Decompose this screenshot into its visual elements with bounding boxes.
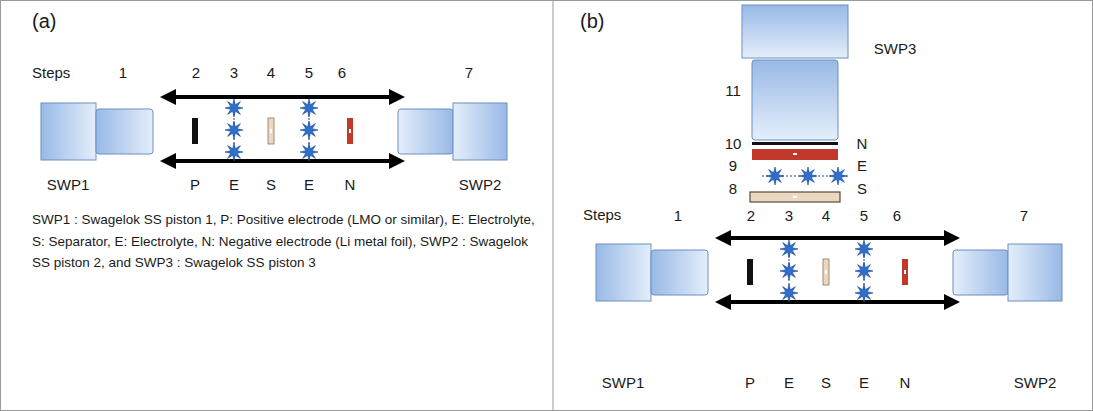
step-number: 5	[860, 207, 868, 224]
step-number: 3	[230, 64, 238, 81]
step-number: 7	[465, 64, 473, 81]
step-number: 4	[267, 64, 275, 81]
part-label: S	[857, 180, 867, 197]
part-label: P	[745, 374, 755, 391]
part-label: P	[190, 176, 200, 193]
panel-letter: (a)	[32, 10, 56, 33]
part-label: S	[266, 176, 276, 193]
part-label: E	[304, 176, 314, 193]
steps-heading: Steps	[32, 64, 70, 81]
step-number: 6	[893, 207, 901, 224]
part-label: SWP1	[602, 374, 645, 391]
step-number: 9	[729, 157, 737, 174]
part-label: E	[857, 157, 867, 174]
step-number: 11	[725, 82, 741, 99]
part-label: SWP2	[459, 176, 502, 193]
part-label: SWP1	[47, 176, 90, 193]
step-number: 2	[192, 64, 200, 81]
step-number: 10	[725, 135, 742, 152]
part-label: N	[345, 176, 356, 193]
part-label: S	[821, 374, 831, 391]
step-number: 3	[785, 207, 793, 224]
part-label: SWP2	[1014, 374, 1057, 391]
step-number: 1	[119, 64, 127, 81]
panel-letter: (b)	[580, 10, 604, 33]
part-label: E	[859, 374, 869, 391]
steps-heading: Steps	[583, 206, 621, 223]
step-number: 4	[822, 207, 830, 224]
part-label: E	[784, 374, 794, 391]
abbreviation-note: SWP1 : Swagelok SS piston 1, P: Positive…	[32, 209, 537, 274]
step-number: 6	[338, 64, 346, 81]
step-number: 8	[729, 180, 737, 197]
step-number: 5	[305, 64, 313, 81]
step-number: 2	[747, 207, 755, 224]
part-label: E	[229, 176, 239, 193]
part-label: N	[900, 374, 911, 391]
step-number: 1	[674, 207, 682, 224]
step-number: 7	[1020, 207, 1028, 224]
part-label: SWP3	[874, 40, 917, 57]
part-label: N	[857, 135, 868, 152]
